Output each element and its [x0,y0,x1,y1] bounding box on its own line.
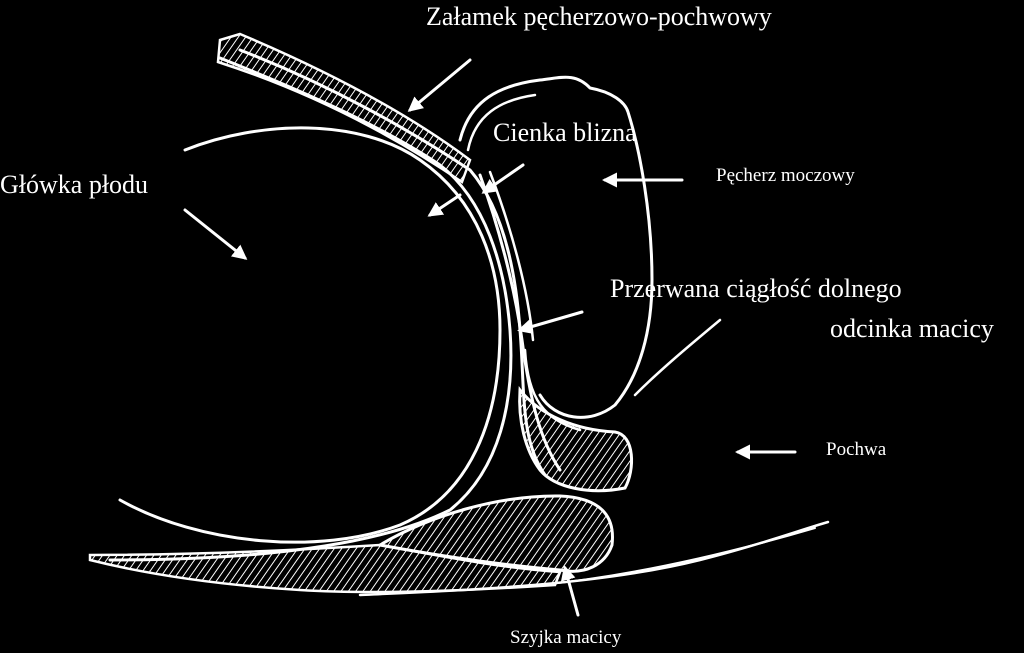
vaginal-wall-line-2 [539,527,816,586]
fetal-head-outline [118,126,502,544]
arrow-scar-inner [427,193,462,217]
label-discontinuity-line2: odcinka macicy [830,314,994,343]
label-cervix: Szyjka macicy [510,627,622,648]
label-discontinuity-line1: Przerwana ciągłość dolnego [610,274,902,303]
label-fetal-head: Główka płodu [0,170,149,199]
arrow-cervix [560,565,580,617]
bladder-base-hatched [518,386,634,493]
posterior-wall-hatched [88,543,562,594]
uterine-fold-hatched [216,32,472,184]
cervix-hatched [375,494,614,573]
label-bladder: Pęcherz moczowy [716,165,855,186]
arrow-fetal-head [183,208,248,260]
label-vagina: Pochwa [826,439,887,460]
bladder-wall-inner [466,93,537,152]
label-thin-scar: Cienka blizna [493,118,637,147]
uterine-wall-inner [108,56,513,562]
bladder-outline [458,75,654,419]
label-vesicouterine-fold: Załamek pęcherzowo-pochwowy [426,2,772,31]
arrow-thin-scar [481,163,525,194]
arrow-fold [407,58,472,112]
arrow-discontinuity [517,310,584,334]
discontinuity-leader-line [633,318,722,397]
